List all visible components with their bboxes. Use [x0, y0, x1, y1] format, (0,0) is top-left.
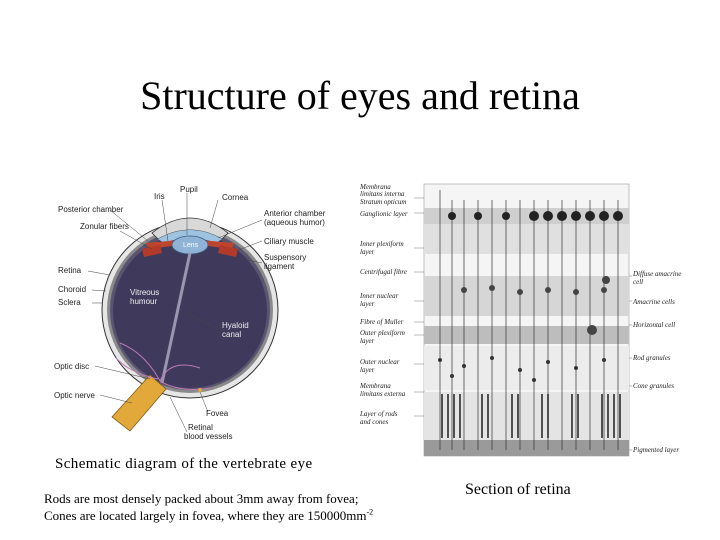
retina-label-1: Membrana: [359, 183, 391, 191]
retina-diagram: Membrana limitans interna Stratum opticu…: [359, 183, 681, 457]
label-lens: Lens: [183, 242, 199, 249]
note-line-2-text: Cones are located largely in fovea, wher…: [44, 508, 367, 523]
inner-plexiform-band: [424, 224, 629, 254]
label-ligament: ligament: [264, 262, 295, 271]
label-pupil: Pupil: [180, 185, 198, 194]
pigmented-band: [424, 440, 629, 456]
label-canal: canal: [222, 330, 241, 339]
label-optic-disc: Optic disc: [54, 362, 89, 371]
label-anterior-chamber: Anterior chamber: [264, 209, 326, 218]
label-sclera: Sclera: [58, 298, 81, 307]
retina-label-8: Inner nuclear: [359, 292, 399, 300]
label-zonular-fibers: Zonular fibers: [80, 222, 129, 231]
page-title: Structure of eyes and retina: [140, 73, 580, 118]
retina-label-10: Fibre of Muller: [359, 318, 404, 326]
retina-label-14: layer: [360, 366, 375, 374]
optic-nerve-shape: [111, 374, 167, 432]
retina-label-6: layer: [360, 248, 375, 256]
eye-caption: Schematic diagram of the vertebrate eye: [55, 456, 313, 472]
ciliary-muscle-shape-right: [218, 245, 238, 257]
label-vitreous: Vitreous: [130, 288, 159, 297]
label-optic-nerve: Optic nerve: [54, 391, 95, 400]
retina-label-11: Outer plexiform: [360, 329, 405, 337]
label-aqueous-humor: (aqueous humor): [264, 218, 325, 227]
retina-label-rod-granules: Rod granules: [632, 354, 671, 362]
ciliary-muscle-shape: [142, 245, 162, 257]
note-line-1: Rods are most densely packed about 3mm a…: [44, 491, 359, 506]
label-cornea: Cornea: [222, 193, 249, 202]
retina-label-15: Membrana: [359, 382, 391, 390]
rods-cones-band: [424, 392, 629, 440]
label-humour: humour: [130, 297, 157, 306]
label-retinal: Retinal: [188, 423, 213, 432]
inner-nuclear-band: [424, 276, 629, 316]
retina-label-diffuse-amacrine: Diffuse amacrine: [632, 270, 681, 278]
eye-diagram: Pupil Iris Cornea Posterior chamber Ante…: [54, 185, 326, 441]
label-blood-vessels: blood vessels: [184, 432, 232, 441]
retina-label-cell: cell: [633, 278, 643, 286]
retina-label-cone-granules: Cone granules: [633, 382, 674, 390]
retina-caption: Section of retina: [465, 481, 571, 498]
retina-label-horizontal-cell: Horizontal cell: [632, 321, 675, 329]
retina-label-7: Centrifugal fibre: [360, 268, 407, 276]
retina-label-12: layer: [360, 337, 375, 345]
outer-nuclear-band: [424, 346, 629, 390]
note-line-2: Cones are located largely in fovea, wher…: [44, 507, 373, 524]
hyaloid-canal: [160, 252, 192, 384]
retina-label-18: and cones: [360, 418, 388, 426]
rods-cones-note: Rods are most densely packed about 3mm a…: [44, 490, 373, 524]
note-line-2-superscript: -2: [366, 507, 374, 517]
retina-label-16: limitans externa: [360, 390, 406, 398]
retina-label-pigmented-layer: Pigmented layer: [632, 446, 679, 454]
label-suspensory: Suspensory: [264, 253, 306, 262]
label-ciliary-muscle: Ciliary muscle: [264, 237, 314, 246]
label-choroid: Choroid: [58, 285, 86, 294]
retina-label-4: Ganglionic layer: [360, 210, 408, 218]
fovea-marker: [198, 388, 202, 392]
retina-label-amacrine-cells: Amacrine cells: [632, 298, 675, 306]
label-fovea: Fovea: [206, 409, 229, 418]
vitreous-humour: [113, 234, 267, 388]
retina-label-2: limitans interna: [360, 190, 405, 198]
retina-label-9: layer: [360, 300, 375, 308]
retinal-blood-vessels: [115, 342, 211, 390]
label-iris: Iris: [154, 192, 165, 201]
outer-plexiform-band: [424, 326, 629, 344]
retina-label-5: Inner plexiform: [359, 240, 404, 248]
retina-label-13: Outer nuclear: [360, 358, 400, 366]
label-retina: Retina: [58, 266, 82, 275]
label-hyaloid: Hyaloid: [222, 321, 249, 330]
retina-label-3: Stratum opticum: [360, 198, 406, 206]
label-posterior-chamber: Posterior chamber: [58, 205, 124, 214]
retina-label-17: Layer of rods: [359, 410, 398, 418]
